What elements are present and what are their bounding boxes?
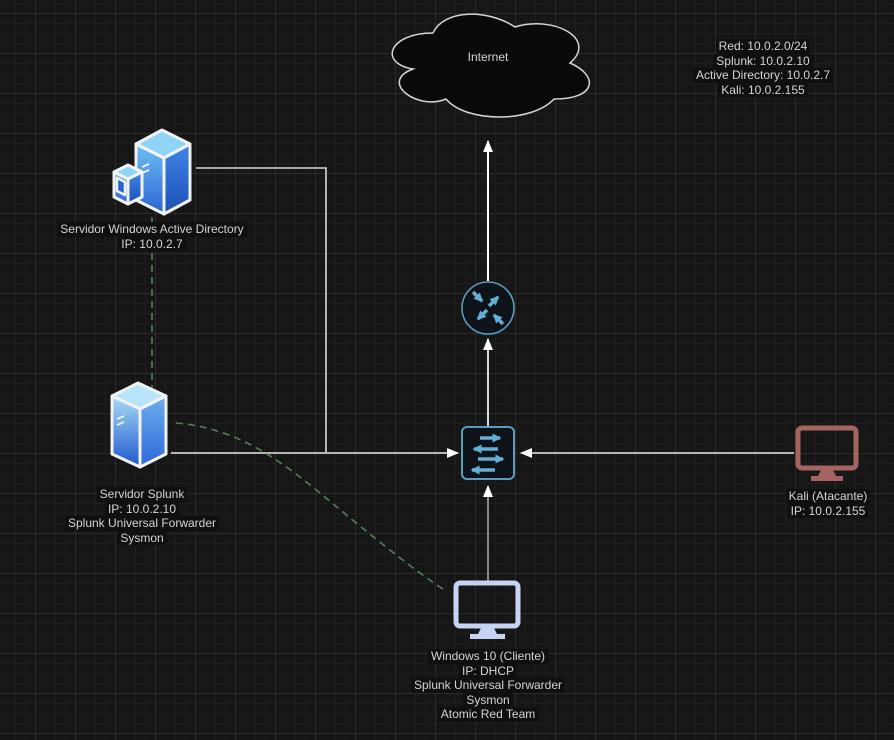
- label-line: Sysmon: [463, 692, 513, 707]
- label-line: Splunk Universal Forwarder: [410, 678, 566, 693]
- router-circle: [461, 281, 515, 335]
- monitor-screen: [453, 580, 521, 629]
- label-line: Servidor Splunk: [96, 487, 188, 502]
- label-line: Atomic Red Team: [437, 707, 539, 722]
- cloud-shape: [391, 13, 590, 118]
- label-line: Red: 10.0.2.0/24: [715, 39, 811, 54]
- monitor-icon[interactable]: [451, 578, 523, 644]
- label-line: IP: 10.0.2.10: [104, 501, 180, 516]
- server-box-small: [112, 163, 144, 206]
- monitor-screen: [795, 425, 859, 471]
- switch-arrows: [470, 433, 505, 475]
- monitor-stand: [470, 628, 505, 639]
- monitor-icon[interactable]: [793, 423, 863, 485]
- splunk-server-label[interactable]: Servidor Splunk IP: 10.0.2.10 Splunk Uni…: [32, 487, 252, 545]
- label-line: Kali: 10.0.2.155: [718, 82, 808, 97]
- label-line: IP: DHCP: [458, 663, 517, 678]
- win10-label[interactable]: Windows 10 (Cliente) IP: DHCP Splunk Uni…: [378, 649, 598, 722]
- internet-label[interactable]: Internet: [374, 50, 602, 64]
- label-line: Splunk: 10.0.2.10: [713, 53, 813, 68]
- label-line: Active Directory: 10.0.2.7: [692, 68, 834, 83]
- kali-label[interactable]: Kali (Atacante) IP: 10.0.2.155: [738, 489, 894, 518]
- edge-splunk-to-win10-dashed[interactable]: [175, 422, 447, 592]
- server-vents: [116, 415, 125, 426]
- label-line: Windows 10 (Cliente): [427, 649, 549, 664]
- router-icon[interactable]: [458, 278, 518, 338]
- label-line: Internet: [467, 50, 509, 64]
- switch-icon[interactable]: [458, 423, 518, 483]
- router-arrows: [471, 290, 505, 326]
- edge-ad-server-corner[interactable]: [196, 167, 327, 452]
- monitor-stand: [811, 470, 843, 481]
- network-info-text[interactable]: Red: 10.0.2.0/24 Splunk: 10.0.2.10 Activ…: [663, 39, 863, 97]
- label-line: IP: 10.0.2.155: [787, 503, 869, 518]
- windows-server-icon[interactable]: [106, 120, 198, 216]
- label-line: Servidor Windows Active Directory: [57, 222, 247, 237]
- label-line: Kali (Atacante): [785, 489, 871, 504]
- label-line: Splunk Universal Forwarder: [64, 516, 220, 531]
- ad-server-label[interactable]: Servidor Windows Active Directory IP: 10…: [32, 222, 272, 251]
- server-tower: [110, 381, 168, 469]
- server-tower-icon[interactable]: [104, 374, 176, 482]
- internet-cloud-icon[interactable]: [374, 0, 602, 128]
- label-line: IP: 10.0.2.7: [118, 236, 186, 251]
- label-line: Sysmon: [117, 530, 167, 545]
